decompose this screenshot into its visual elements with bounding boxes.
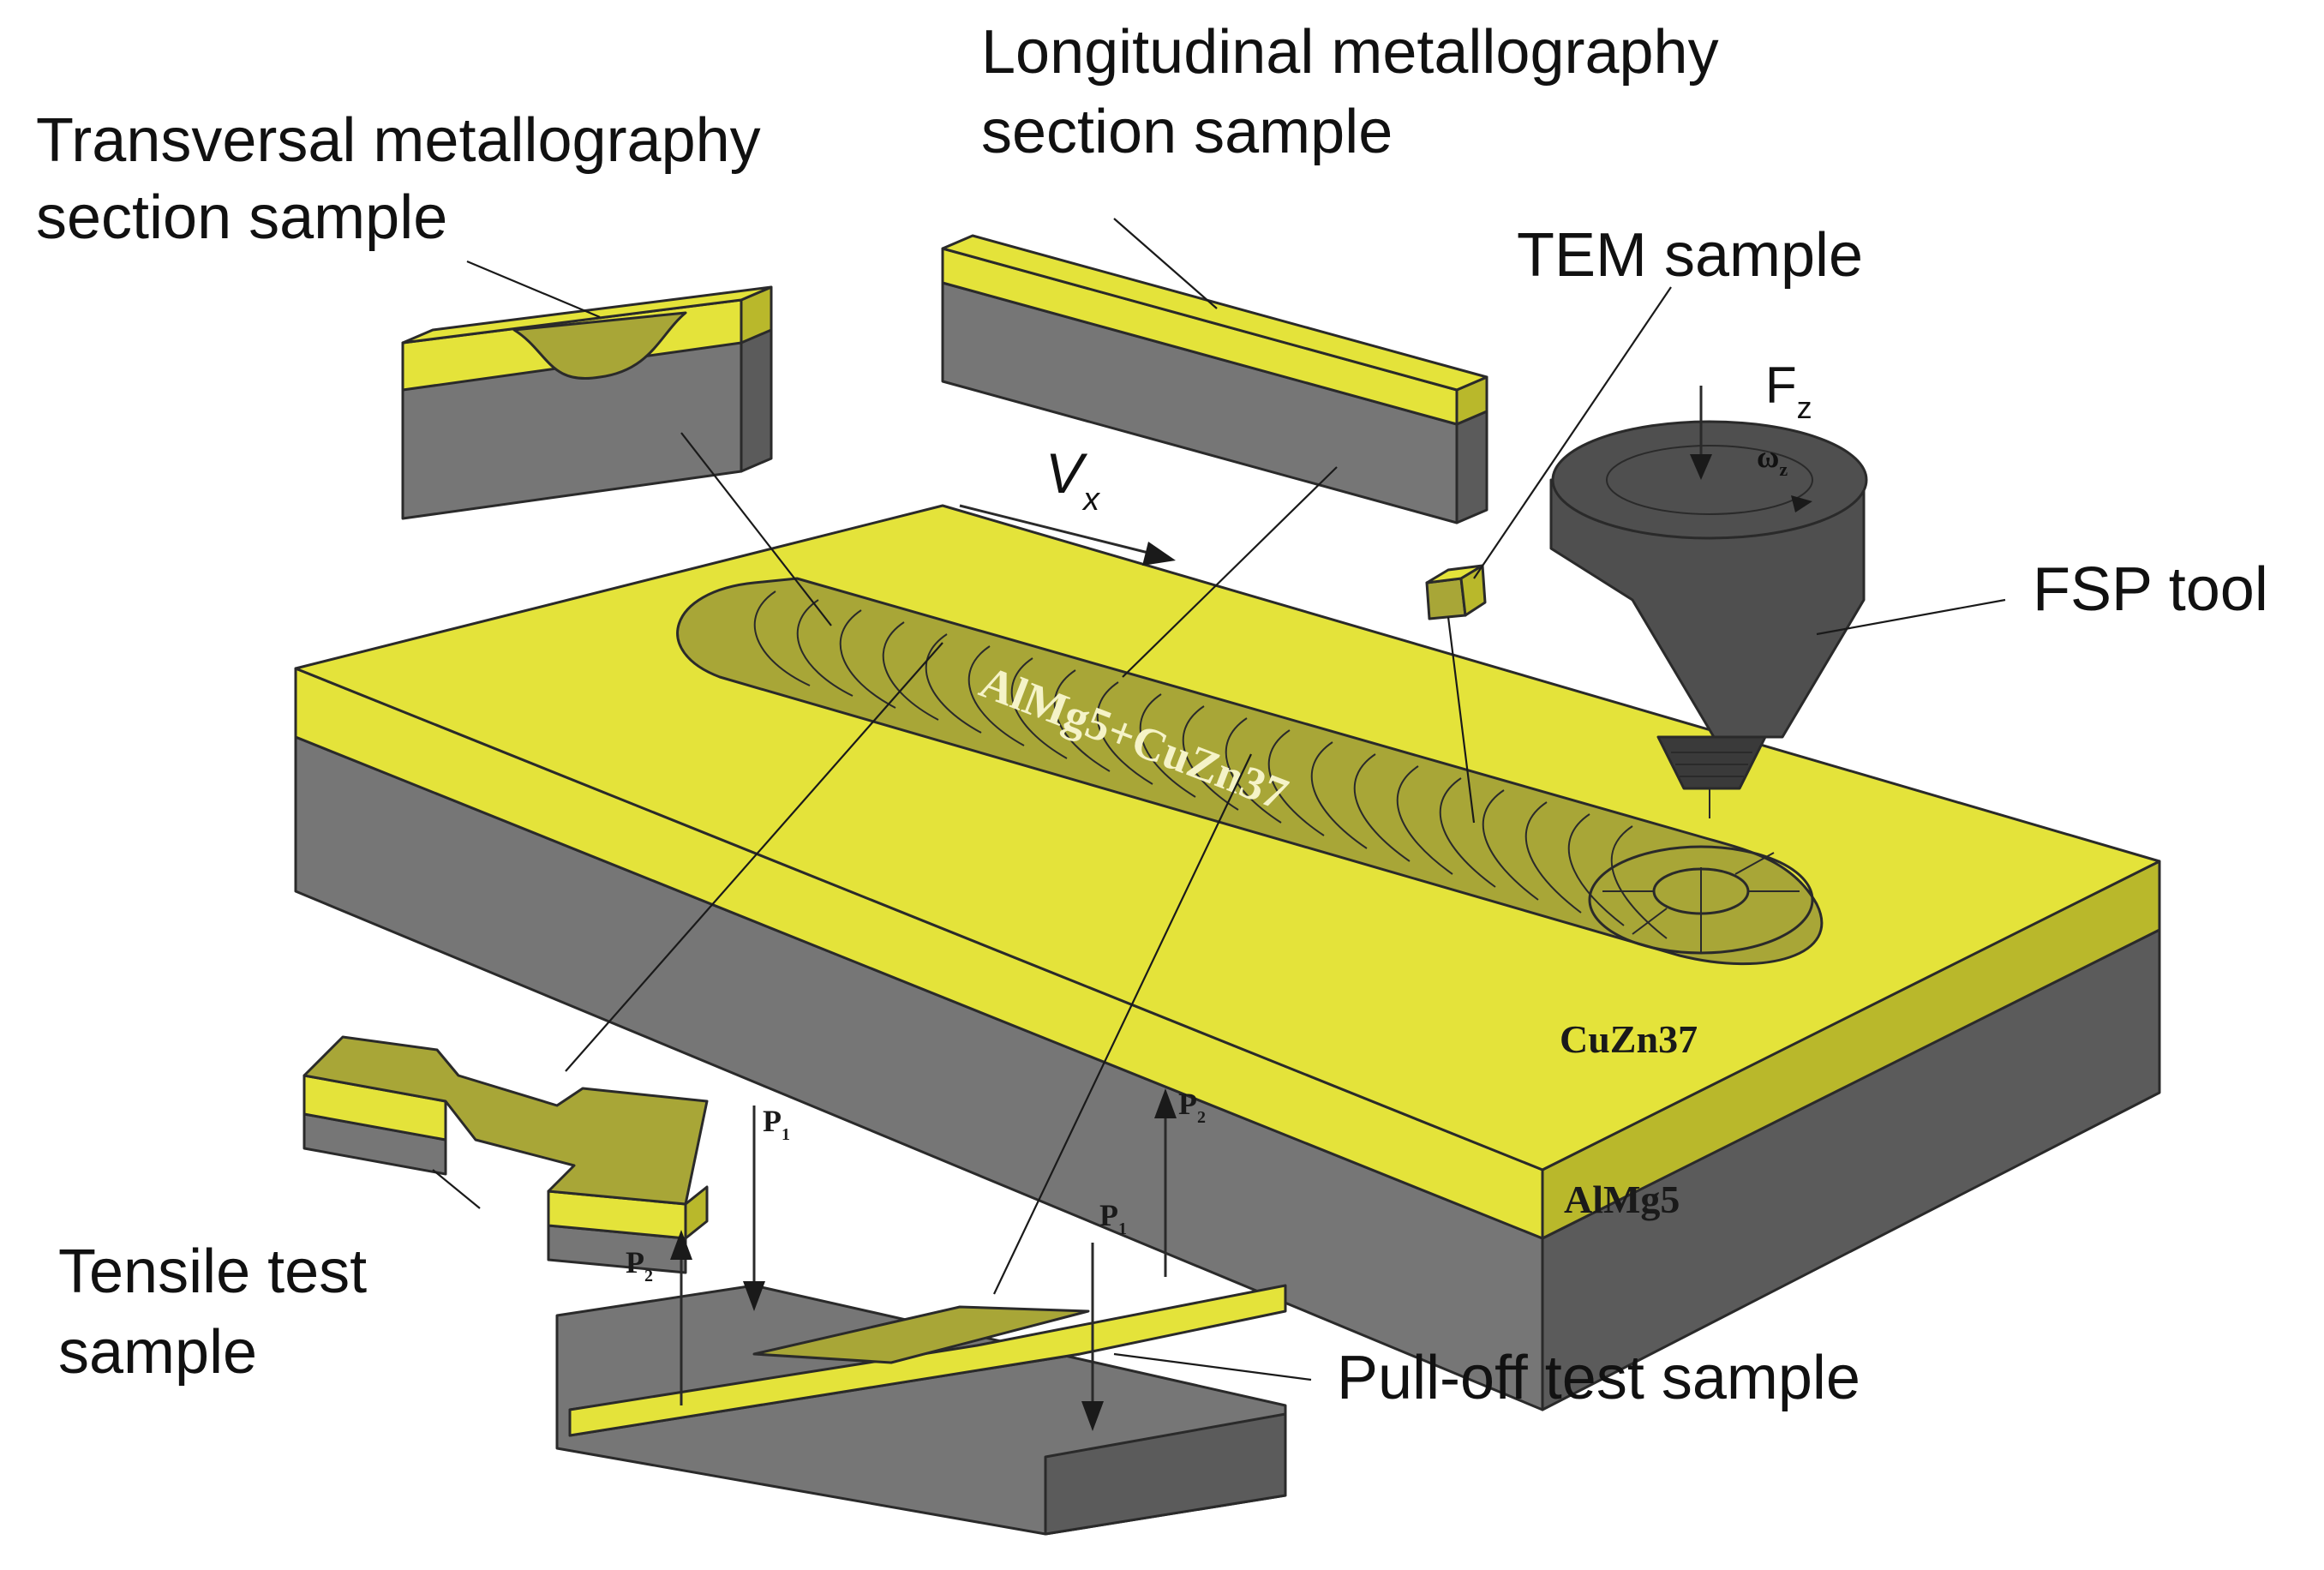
longitudinal-label-line1: Longitudinal metallography <box>981 18 1719 87</box>
tem-sample-label: TEM sample <box>1517 221 1863 290</box>
transversal-sample <box>401 285 773 520</box>
velocity-subscript: x <box>1081 482 1101 518</box>
p2-arrow-left <box>670 1230 692 1405</box>
velocity-label: Vx <box>1045 441 1101 518</box>
tool-pin-threads <box>1671 752 1752 777</box>
p2-arrow-right <box>1154 1088 1177 1277</box>
transversal-label-line2: section sample <box>36 183 447 252</box>
top-layer-label: CuZn37 <box>1560 1017 1698 1061</box>
tool-pass-arcs <box>753 590 1668 939</box>
p1-subscript-right: 1 <box>1118 1219 1127 1238</box>
p2-subscript-left: 2 <box>644 1267 653 1285</box>
velocity-arrow <box>959 504 1176 566</box>
force-label: Fz <box>1765 357 1812 425</box>
tem-sample-cube-icon <box>1425 564 1487 620</box>
p2-label-left: P2 <box>626 1245 653 1285</box>
p1-subscript-left: 1 <box>782 1125 790 1144</box>
p2-label-right: P2 <box>1178 1087 1206 1127</box>
p1-label-left: P1 <box>763 1104 790 1144</box>
fsp-tool-icon <box>1549 420 1868 818</box>
leader-lines <box>432 218 2006 1381</box>
force-arrow <box>1690 386 1712 480</box>
p1-arrow-right <box>1081 1243 1104 1431</box>
p1-label-right: P1 <box>1099 1198 1127 1238</box>
tensile-dogbone-icon <box>302 1035 709 1274</box>
p1-arrow-left <box>743 1106 765 1311</box>
transversal-label-line1: Transversal metallography <box>36 106 761 175</box>
main-plate <box>294 504 2161 1411</box>
longitudinal-sample <box>941 234 1488 524</box>
pull-off-lap-joint-icon <box>555 1284 1287 1536</box>
omega-subscript: z <box>1779 458 1788 480</box>
bottom-layer-label: AlMg5 <box>1564 1178 1680 1221</box>
tensile-label-line1: Tensile test <box>58 1237 367 1306</box>
processed-strip <box>676 577 1824 966</box>
fsp-tool-label: FSP tool <box>2033 555 2268 624</box>
longitudinal-label-line2: section sample <box>981 98 1393 166</box>
omega-label: ωz <box>1757 440 1788 480</box>
p2-subscript-right: 2 <box>1197 1108 1206 1127</box>
exit-keyhole <box>1588 845 1814 955</box>
force-subscript: z <box>1797 390 1812 425</box>
pull-off-label: Pull-off test sample <box>1337 1344 1860 1412</box>
tensile-label-line2: sample <box>58 1318 257 1387</box>
